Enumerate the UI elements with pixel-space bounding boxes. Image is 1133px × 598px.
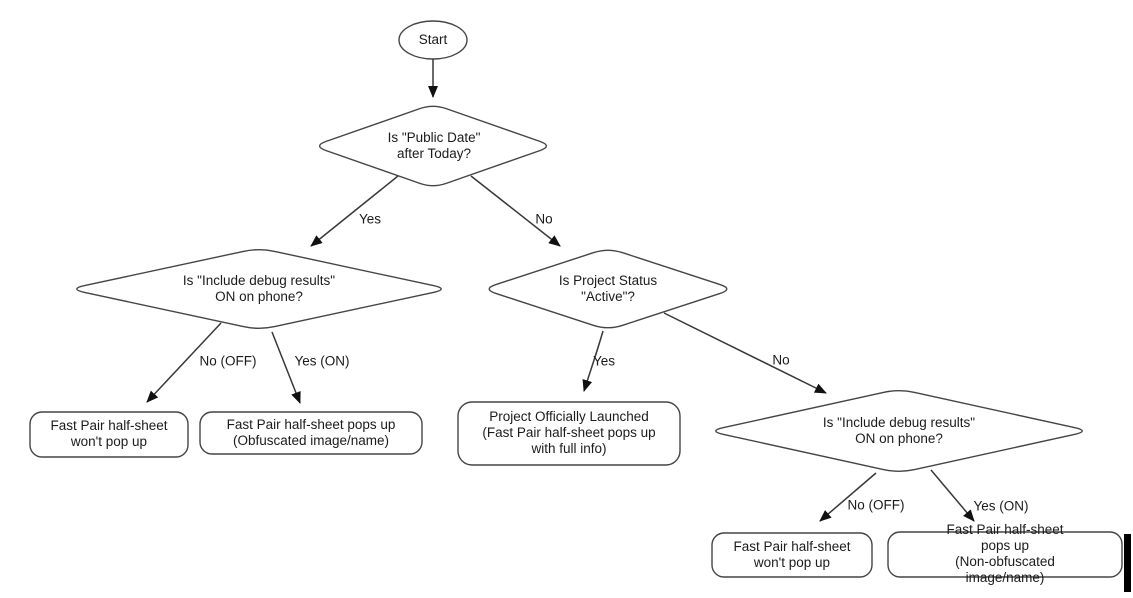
edge-project-status-yes bbox=[582, 330, 604, 392]
node-shapes bbox=[29, 20, 1123, 578]
decision-public-date-diamond bbox=[318, 105, 548, 187]
edge-label-yes-2: Yes bbox=[592, 353, 616, 369]
node-debug-right-label: Is "Include debug results" ON on phone? bbox=[822, 415, 976, 446]
decision-debug-left-diamond bbox=[76, 249, 442, 329]
terminal-obfuscated-rect bbox=[199, 411, 423, 455]
edge-label-yes-on-left: Yes (ON) bbox=[294, 353, 350, 369]
node-public-date-label: Is "Public Date" after Today? bbox=[387, 130, 481, 161]
node-non-obfuscated-label: Fast Pair half-sheet pops up (Non-obfusc… bbox=[946, 522, 1064, 585]
node-obfuscated-label: Fast Pair half-sheet pops up (Obfuscated… bbox=[226, 417, 396, 448]
terminal-launched-rect bbox=[457, 401, 681, 466]
decision-project-status-diamond bbox=[488, 249, 728, 329]
edge-arrows bbox=[146, 59, 975, 522]
node-no-popup-left-label: Fast Pair half-sheet won't pop up bbox=[50, 418, 168, 449]
edge-debug-left-no bbox=[146, 322, 222, 403]
node-launched-label: Project Officially Launched (Fast Pair h… bbox=[482, 409, 656, 456]
node-start-label: Start bbox=[418, 32, 448, 47]
edge-debug-right-yes bbox=[930, 469, 975, 522]
edge-project-status-no bbox=[663, 312, 827, 394]
text-cursor-artifact bbox=[1124, 534, 1131, 592]
edge-label-no-2: No bbox=[772, 352, 790, 368]
terminal-no-popup-right-rect bbox=[711, 532, 873, 578]
edge-label-yes-1: Yes bbox=[358, 211, 382, 227]
decision-debug-right-diamond bbox=[715, 390, 1083, 472]
terminal-non-obfuscated-rect bbox=[887, 531, 1123, 578]
edge-label-no-off-right: No (OFF) bbox=[847, 497, 905, 513]
node-no-popup-right-label: Fast Pair half-sheet won't pop up bbox=[733, 539, 851, 570]
edge-public-date-no bbox=[470, 175, 561, 247]
node-debug-left-label: Is "Include debug results" ON on phone? bbox=[182, 273, 336, 304]
terminal-no-popup-left-rect bbox=[29, 411, 189, 458]
edge-label-no-1: No bbox=[535, 211, 553, 227]
node-project-status-label: Is Project Status "Active"? bbox=[558, 273, 658, 304]
edge-debug-right-no bbox=[819, 472, 877, 522]
edge-public-date-yes bbox=[310, 175, 399, 247]
edge-label-yes-on-right: Yes (ON) bbox=[973, 498, 1029, 514]
edge-label-no-off-left: No (OFF) bbox=[199, 353, 257, 369]
edge-debug-left-yes bbox=[271, 331, 301, 404]
